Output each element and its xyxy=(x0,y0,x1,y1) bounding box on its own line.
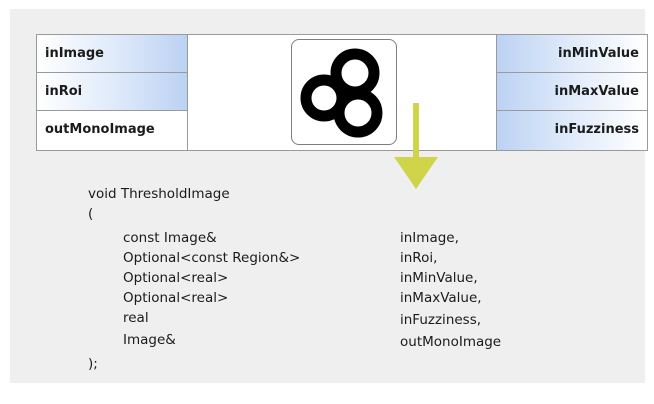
output-port-outmonoimage: outMonoImage xyxy=(37,111,188,150)
threshold-circles-icon xyxy=(300,48,383,138)
param-port-infuzziness: inFuzziness xyxy=(496,111,647,150)
param-name: outMonoImage xyxy=(400,334,502,350)
param-port-inminvalue: inMinValue xyxy=(496,35,647,73)
param-type: Image& xyxy=(123,332,176,348)
open-paren: ( xyxy=(88,206,94,222)
param-type: real xyxy=(123,310,149,326)
param-name: inMinValue, xyxy=(400,270,478,286)
input-port-inroi: inRoi xyxy=(37,73,188,111)
down-arrow-icon xyxy=(394,103,438,189)
param-type: Optional<real> xyxy=(123,270,229,286)
code-signature: void ThresholdImage ( const Image& Optio… xyxy=(88,184,300,404)
param-name: inImage, xyxy=(400,230,459,246)
param-port-inmaxvalue: inMaxValue xyxy=(496,73,647,111)
port-table: inImage inRoi outMonoImage inMinValue in… xyxy=(36,34,648,151)
param-type: const Image& xyxy=(123,230,217,246)
function-name: void ThresholdImage xyxy=(88,186,230,202)
param-type: Optional<real> xyxy=(123,290,229,306)
filter-panel: inImage inRoi outMonoImage inMinValue in… xyxy=(10,9,648,383)
param-type: Optional<const Region&> xyxy=(123,250,301,266)
param-name: inRoi, xyxy=(400,250,438,266)
input-port-inimage: inImage xyxy=(37,35,188,73)
close-paren: ); xyxy=(88,356,98,372)
param-name: inFuzziness, xyxy=(400,312,482,328)
param-name: inMaxValue, xyxy=(400,290,482,306)
threshold-logo xyxy=(291,39,397,145)
